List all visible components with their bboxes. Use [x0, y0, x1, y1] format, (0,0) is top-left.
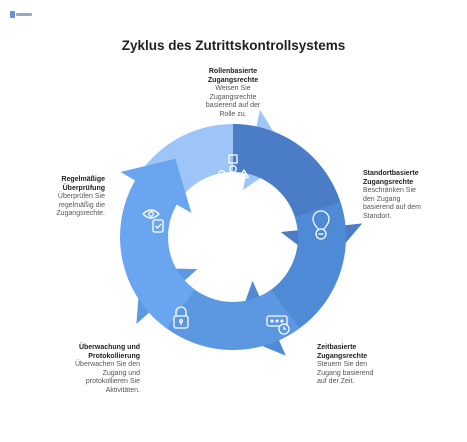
step-description: Beschränken Sie den Zugang basierend auf… [363, 187, 421, 220]
step-description: Überwachen Sie den Zugang und protokolli… [75, 361, 140, 394]
step-description: Steuern Sie den Zugang basierend auf der… [317, 361, 374, 386]
step-heading: Überwachung und Protokollierung [78, 344, 140, 360]
step-regelmaessig: Regelmäßige Überprüfung Überprüfen Sie r… [12, 176, 105, 219]
users-shapes-icon [217, 154, 250, 179]
step-description: Überprüfen Sie regelmäßig die Zugangsrec… [56, 193, 105, 218]
napkin-logo [10, 11, 32, 18]
step-heading: Regelmäßige Überprüfung [61, 176, 105, 192]
location-pin-icon [312, 210, 330, 240]
step-ueberwachung: Überwachung und Protokollierung Überwach… [44, 344, 140, 396]
step-zeitbasiert: Zeitbasierte Zugangsrechte Steuern Sie d… [317, 344, 417, 387]
password-clock-icon [266, 315, 290, 335]
step-heading: Zeitbasierte Zugangsrechte [317, 344, 368, 360]
cycle-icons [142, 154, 330, 335]
eye-checklist-icon [142, 209, 164, 233]
step-description: Weisen Sie Zugangsrechte basierend auf d… [205, 85, 261, 118]
diagram-title: Zyklus des Zutrittskontrollsystems [121, 38, 346, 53]
step-heading: Standortbasierte Zugangsrechte [363, 170, 419, 186]
step-standortbasiert: Standortbasierte Zugangsrechte Beschränk… [363, 170, 463, 222]
lock-icon [173, 306, 189, 329]
step-heading: Rollenbasierte Zugangsrechte [207, 68, 259, 84]
step-rollenbasiert: Rollenbasierte Zugangsrechte Weisen Sie … [186, 68, 280, 120]
segment-ueberwachung-protokollierung [120, 158, 195, 329]
cycle-ring [120, 109, 363, 356]
